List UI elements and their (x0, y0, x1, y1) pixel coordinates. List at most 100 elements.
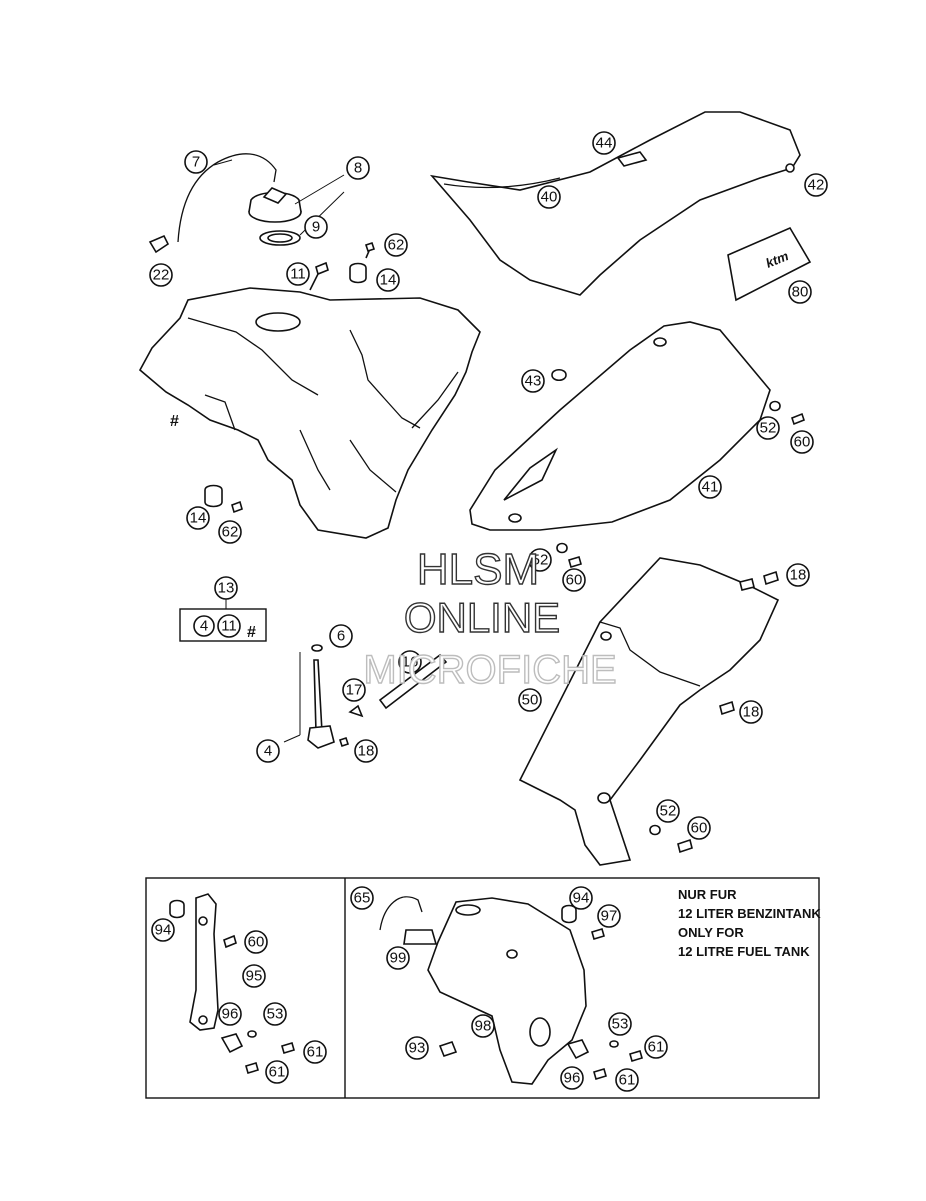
svg-text:18: 18 (790, 567, 807, 584)
svg-text:6: 6 (337, 628, 345, 645)
callout-93: 93 (405, 1036, 429, 1060)
svg-text:50: 50 (522, 692, 539, 709)
callout-52c: 52 (656, 799, 680, 823)
callout-16: 16 (398, 650, 422, 674)
svg-text:61: 61 (648, 1039, 665, 1056)
bushing-14a (349, 262, 367, 284)
svg-text:13: 13 (218, 580, 235, 597)
bolt-18a (338, 736, 350, 748)
callout-43: 43 (521, 369, 545, 393)
bracket-95 (189, 893, 219, 1031)
washer-52b (556, 542, 568, 554)
svg-text:93: 93 (409, 1040, 426, 1057)
washer-52a (769, 400, 781, 412)
svg-text:43: 43 (525, 373, 542, 390)
fuel-tank (138, 287, 481, 539)
callout-95: 95 (242, 964, 266, 988)
svg-text:52: 52 (660, 803, 677, 820)
svg-text:14: 14 (190, 510, 207, 527)
callout-52b: 52 (528, 548, 552, 572)
svg-text:14: 14 (380, 272, 397, 289)
fuel-hose (378, 653, 448, 710)
vent-hose-65 (379, 896, 423, 931)
seat (429, 111, 801, 296)
callout-14b: 14 (186, 506, 210, 530)
callout-96b: 96 (560, 1066, 584, 1090)
spacer-94a (169, 899, 185, 919)
svg-text:60: 60 (794, 434, 811, 451)
screw-11 (309, 261, 329, 291)
svg-text:18: 18 (358, 743, 375, 760)
callout-6: 6 (329, 624, 353, 648)
leader-line (213, 159, 233, 166)
bolt-61d (593, 1068, 607, 1080)
svg-text:53: 53 (267, 1006, 284, 1023)
svg-text:61: 61 (269, 1064, 286, 1081)
bolt-60a (791, 412, 805, 426)
svg-text:61: 61 (307, 1044, 324, 1061)
callout-9: 9 (304, 215, 328, 239)
bolt-97 (591, 928, 605, 940)
bolt-62a (364, 241, 376, 259)
washer-53a (247, 1030, 257, 1038)
callout-62a: 62 (384, 233, 408, 257)
bolt-61b (245, 1062, 259, 1074)
kit-callout-11: 11 (217, 614, 241, 638)
bolt-60c (677, 838, 693, 854)
svg-text:94: 94 (155, 922, 172, 939)
note-line-4: 12 LITRE FUEL TANK (678, 944, 810, 959)
ktm-badge: ktm (727, 226, 812, 302)
callout-99: 99 (386, 946, 410, 970)
bushing-14b (204, 484, 223, 508)
svg-text:94: 94 (573, 890, 590, 907)
elbow-fitting (148, 234, 170, 254)
svg-text:8: 8 (354, 160, 362, 177)
clamp-17 (348, 704, 364, 718)
inset-note: NUR FUR 12 LITER BENZINTANK ONLY FOR 12 … (678, 887, 821, 959)
svg-text:97: 97 (601, 908, 618, 925)
kit-callout-4: 4 (193, 615, 215, 637)
watermark-line-3: MICROFICHE (363, 648, 616, 692)
callout-42: 42 (804, 173, 828, 197)
note-line-2: 12 LITER BENZINTANK (678, 906, 821, 921)
svg-text:18: 18 (743, 704, 760, 721)
svg-text:60: 60 (566, 572, 583, 589)
callout-61c: 61 (644, 1035, 668, 1059)
callout-52a: 52 (756, 416, 780, 440)
svg-text:95: 95 (246, 968, 263, 985)
watermark: HLSM ONLINE MICROFICHE (363, 544, 618, 692)
callout-62b: 62 (218, 520, 242, 544)
bolt-61c (629, 1050, 643, 1062)
svg-text:99: 99 (390, 950, 407, 967)
callout-60c: 60 (687, 816, 711, 840)
svg-text:11: 11 (221, 618, 237, 635)
svg-text:41: 41 (702, 479, 719, 496)
callout-61d: 61 (615, 1068, 639, 1092)
svg-text:7: 7 (192, 154, 200, 171)
note-line-1: NUR FUR (678, 887, 737, 902)
fitting-93 (438, 1041, 458, 1057)
svg-text:11: 11 (290, 266, 306, 283)
bolt-60d (223, 934, 237, 949)
callout-53b: 53 (608, 1012, 632, 1036)
svg-text:61: 61 (619, 1072, 636, 1089)
svg-text:80: 80 (792, 284, 809, 301)
washer-53b (609, 1040, 619, 1048)
fuel-tap (283, 652, 335, 749)
tank-98 (427, 897, 587, 1085)
svg-text:22: 22 (153, 267, 170, 284)
svg-text:98: 98 (475, 1018, 492, 1035)
svg-text:53: 53 (612, 1016, 629, 1033)
callout-18b: 18 (786, 563, 810, 587)
callout-65: 65 (350, 886, 374, 910)
bolt-18c (719, 700, 735, 716)
watermark-line-2: ONLINE (404, 594, 560, 641)
callout-97: 97 (597, 904, 621, 928)
note-line-3: ONLY FOR (678, 925, 744, 940)
callout-41: 41 (698, 475, 722, 499)
inset-frame (145, 877, 820, 1099)
hash-mark: # (170, 413, 179, 430)
svg-text:52: 52 (532, 552, 549, 569)
bolt-60b (568, 556, 582, 568)
